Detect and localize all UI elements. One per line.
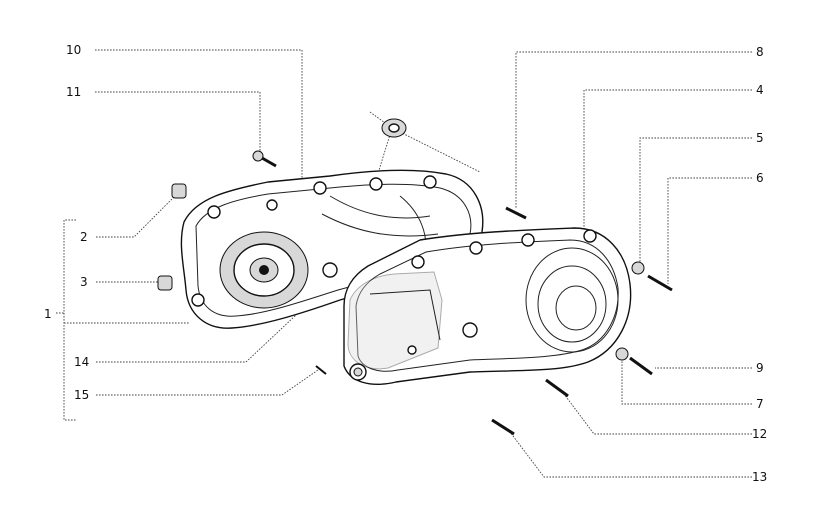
label-6: 6 (756, 171, 764, 185)
label-4: 4 (756, 83, 764, 97)
right-crankcase-cover (343, 227, 632, 385)
label-1: 1 (44, 307, 52, 321)
leader-lines (56, 49, 752, 478)
callout-labels: 10 11 2 3 1 14 15 8 4 5 6 9 7 12 13 (44, 43, 767, 484)
label-3: 3 (80, 275, 88, 289)
left-crankcase-cover (180, 169, 484, 329)
label-9: 9 (756, 361, 764, 375)
label-7: 7 (756, 397, 764, 411)
screw-8 (505, 206, 527, 220)
label-14: 14 (74, 355, 89, 369)
label-2: 2 (80, 230, 88, 244)
screw-11 (252, 150, 277, 168)
label-13: 13 (752, 470, 767, 484)
label-10: 10 (66, 43, 81, 57)
small-parts (157, 118, 673, 436)
label-11: 11 (66, 85, 81, 99)
label-8: 8 (756, 45, 764, 59)
label-5: 5 (756, 131, 764, 145)
label-12: 12 (752, 427, 767, 441)
label-15: 15 (74, 388, 89, 402)
